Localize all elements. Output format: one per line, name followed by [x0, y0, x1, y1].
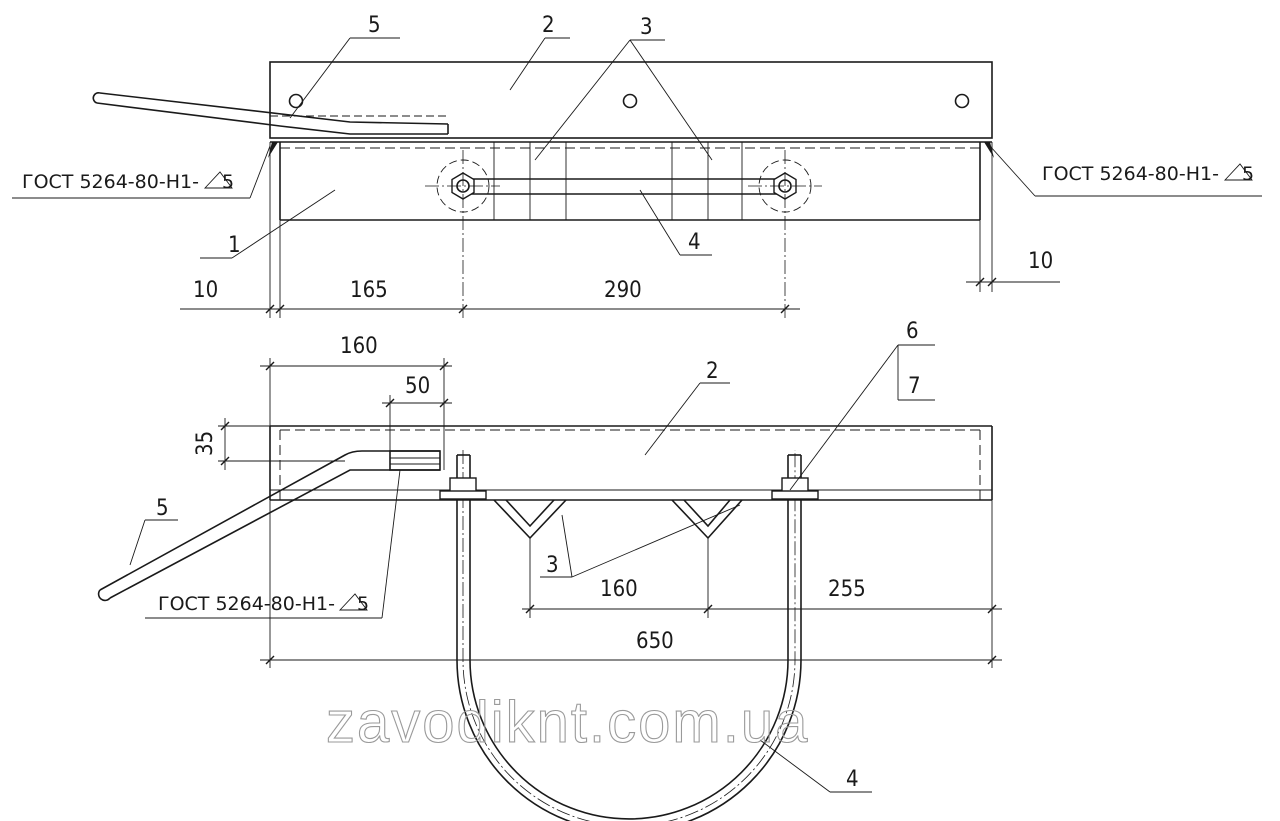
weld-note-bottom: ГОСТ 5264-80-Н1- — [158, 593, 335, 615]
front-pos-5-label: 5 — [156, 496, 169, 521]
top-pos-4-label: 4 — [688, 230, 701, 255]
weld-leg-top-right-value: 5 — [1242, 163, 1254, 185]
dim-top-right-10: 10 — [1028, 249, 1053, 274]
weld-leg-bottom: 5 — [338, 593, 369, 615]
top-pos-3-label: 3 — [640, 15, 653, 40]
dim-top-165: 165 — [350, 278, 388, 303]
front-ubolt — [439, 450, 819, 821]
top-pos-1-label: 1 — [228, 233, 241, 258]
front-pos-2-label: 2 — [706, 359, 719, 384]
front-rod — [97, 450, 441, 602]
dim-bottom-255: 255 — [828, 577, 866, 602]
dim-bottom-50: 50 — [405, 374, 430, 399]
top-rod — [92, 91, 449, 135]
weld-note-top-left: ГОСТ 5264-80-Н1- — [22, 171, 199, 193]
top-nut-right — [748, 150, 822, 320]
front-pos-4-label: 4 — [846, 767, 859, 792]
dim-top-left-10: 10 — [193, 278, 218, 303]
top-bracket-right — [671, 142, 743, 220]
top-bracket-left — [493, 142, 567, 220]
top-nut-left — [425, 150, 500, 320]
front-pos-7-label: 7 — [908, 374, 921, 399]
top-pos-2-label: 2 — [542, 13, 555, 38]
weld-leg-bottom-value: 5 — [357, 593, 369, 615]
dim-bottom-160-mid: 160 — [600, 577, 638, 602]
dim-bottom-650: 650 — [636, 629, 674, 654]
weld-note-top-right: ГОСТ 5264-80-Н1- — [1042, 163, 1219, 185]
front-pos-3-label: 3 — [546, 553, 559, 578]
dim-bottom-35: 35 — [193, 431, 218, 456]
weld-leg-top-left-value: 5 — [222, 171, 234, 193]
weld-leg-top-right: 5 — [1223, 163, 1254, 185]
front-view — [97, 344, 1002, 821]
top-pos-5-label: 5 — [368, 13, 381, 38]
dim-bottom-160-top: 160 — [340, 334, 378, 359]
dim-top-290: 290 — [604, 278, 642, 303]
watermark: zavodiknt.com.ua — [326, 690, 809, 755]
top-view — [12, 37, 1262, 320]
weld-leg-top-left: 5 — [203, 171, 234, 193]
front-pos-6-label: 6 — [906, 319, 919, 344]
